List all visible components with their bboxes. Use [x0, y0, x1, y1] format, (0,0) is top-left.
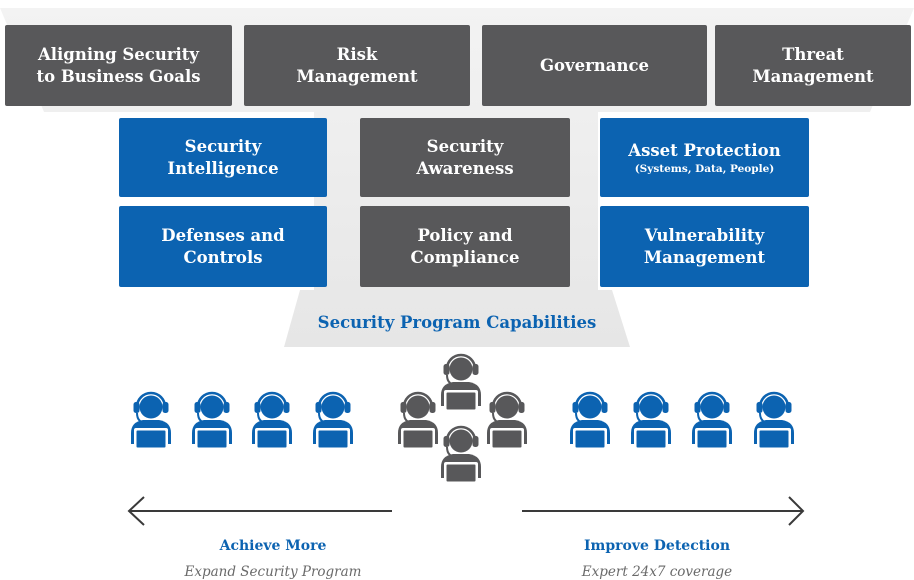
defenses-controls-box: Defenses and Controls	[119, 206, 327, 287]
person-headset-laptop-icon	[190, 391, 234, 455]
person-headset-laptop-icon	[568, 391, 612, 455]
left-label-title: Achieve More	[219, 538, 327, 554]
box-line: Threat	[782, 44, 844, 64]
right-label-subtitle: Expert 24x7 coverage	[581, 564, 733, 580]
person-headset-laptop-icon	[129, 391, 173, 455]
box-line: Awareness	[416, 158, 514, 178]
box-line: Security	[426, 136, 504, 156]
box-line: Aligning Security	[37, 44, 200, 64]
box-line: Asset Protection	[628, 140, 781, 160]
governance-box: Governance	[482, 25, 707, 106]
box-line: Intelligence	[167, 158, 279, 178]
right-label: Improve Detection Expert 24x7 coverage	[527, 538, 787, 580]
double-headed-arrow-icon	[127, 496, 805, 526]
person-headset-laptop-icon	[396, 391, 440, 455]
box-line: Risk	[336, 44, 378, 64]
person-headset-laptop-icon	[250, 391, 294, 455]
policy-compliance-box: Policy and Compliance	[360, 206, 570, 287]
person-headset-laptop-icon	[690, 391, 734, 455]
person-headset-laptop-icon	[485, 391, 529, 455]
box-subline: (Systems, Data, People)	[634, 162, 775, 175]
box-line: Policy and	[417, 225, 513, 245]
box-line: Compliance	[410, 247, 520, 267]
person-headset-laptop-icon	[439, 425, 483, 489]
box-line: Governance	[539, 55, 650, 75]
right-label-title: Improve Detection	[583, 538, 731, 554]
vulnerability-management-box: Vulnerability Management	[600, 206, 809, 287]
security-awareness-box: Security Awareness	[360, 118, 570, 197]
funnel-caption: Security Program Capabilities	[317, 313, 597, 332]
box-line: Defenses and	[161, 225, 285, 245]
security-intelligence-box: Security Intelligence	[119, 118, 327, 197]
person-headset-laptop-icon	[311, 391, 355, 455]
risk-management-box: Risk Management	[244, 25, 470, 106]
box-line: Management	[752, 66, 874, 86]
person-headset-laptop-icon	[439, 353, 483, 417]
box-line: Security	[184, 136, 262, 156]
box-line: Vulnerability	[644, 225, 765, 245]
box-line: Management	[296, 66, 418, 86]
aligning-security-box: Aligning Security to Business Goals	[5, 25, 232, 106]
left-label-subtitle: Expand Security Program	[184, 564, 362, 580]
asset-protection-box: Asset Protection (Systems, Data, People)	[600, 118, 809, 197]
box-line: Management	[643, 247, 766, 267]
box-line: to Business Goals	[36, 66, 201, 86]
left-label: Achieve More Expand Security Program	[143, 538, 403, 580]
threat-management-box: Threat Management	[715, 25, 911, 106]
box-line: Controls	[183, 247, 263, 267]
person-headset-laptop-icon	[629, 391, 673, 455]
person-headset-laptop-icon	[752, 391, 796, 455]
